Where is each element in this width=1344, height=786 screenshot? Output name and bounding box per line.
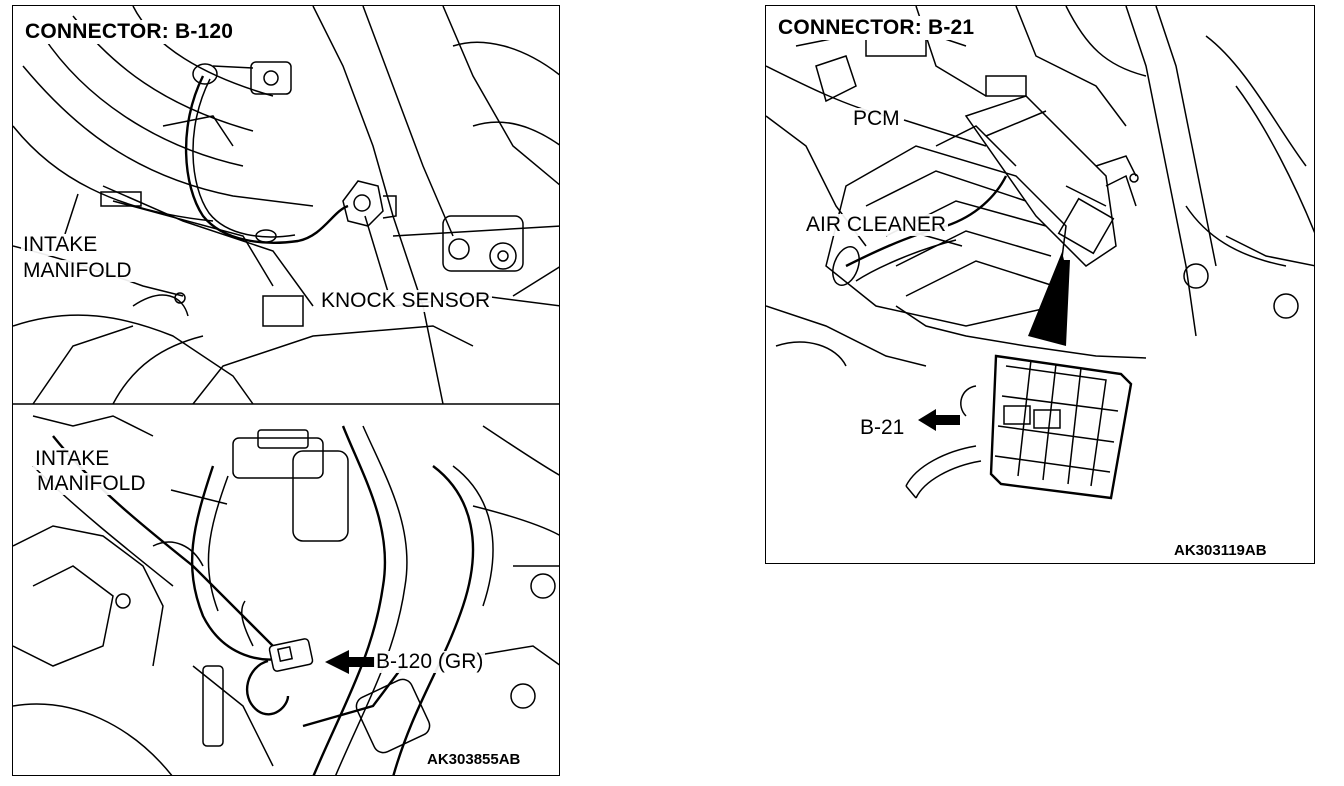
b21-connector-drawing [905, 354, 1133, 500]
b120-connector-drawing [241, 600, 314, 716]
figure-code-b21: AK303119AB [1172, 542, 1269, 559]
panel-title-b21: CONNECTOR: B-21 [776, 16, 977, 40]
pcm-drawing [964, 95, 1139, 267]
air-cleaner-label: AIR CLEANER [804, 213, 949, 236]
b120-connector-label: B-120 (GR) [374, 650, 486, 673]
connector-b120-panel: CONNECTOR: B-120 INTAKE MANIFOLD KNOCK S… [12, 5, 560, 776]
intake-manifold-leader-lower [170, 489, 228, 505]
engine-bay-illustration-b21 [766, 6, 1314, 500]
panel-title-b120: CONNECTOR: B-120 [23, 20, 236, 44]
pcm-label: PCM [851, 107, 902, 130]
b120-arrow-icon [325, 650, 375, 674]
intake-manifold-label-upper-line2: MANIFOLD [21, 259, 134, 282]
knock-sensor-label: KNOCK SENSOR [319, 289, 493, 312]
intake-manifold-label-lower-line1: INTAKE [33, 447, 112, 470]
air-cleaner-drawing [825, 145, 1067, 327]
intake-manifold-label-upper-line1: INTAKE [21, 233, 100, 256]
figure-code-b120: AK303855AB [425, 751, 523, 768]
b21-connector-label: B-21 [858, 416, 907, 439]
knock-sensor-harness [184, 61, 397, 244]
b21-arrow-icon [918, 409, 960, 431]
intake-manifold-leader-upper [64, 193, 79, 235]
connector-b21-panel: CONNECTOR: B-21 PCM AIR CLEANER B-21 AK3… [765, 5, 1315, 564]
zoom-pointer-icon [1028, 252, 1070, 346]
pcm-leader [903, 119, 987, 147]
engine-compartment-drawing [766, 6, 1314, 367]
knock-sensor-leader [364, 215, 389, 293]
intake-manifold-drawing [13, 6, 474, 405]
engine-bay-illustration-b120 [13, 6, 559, 775]
intake-manifold-label-lower-line2: MANIFOLD [35, 472, 148, 495]
lower-engine-drawing [13, 415, 559, 775]
